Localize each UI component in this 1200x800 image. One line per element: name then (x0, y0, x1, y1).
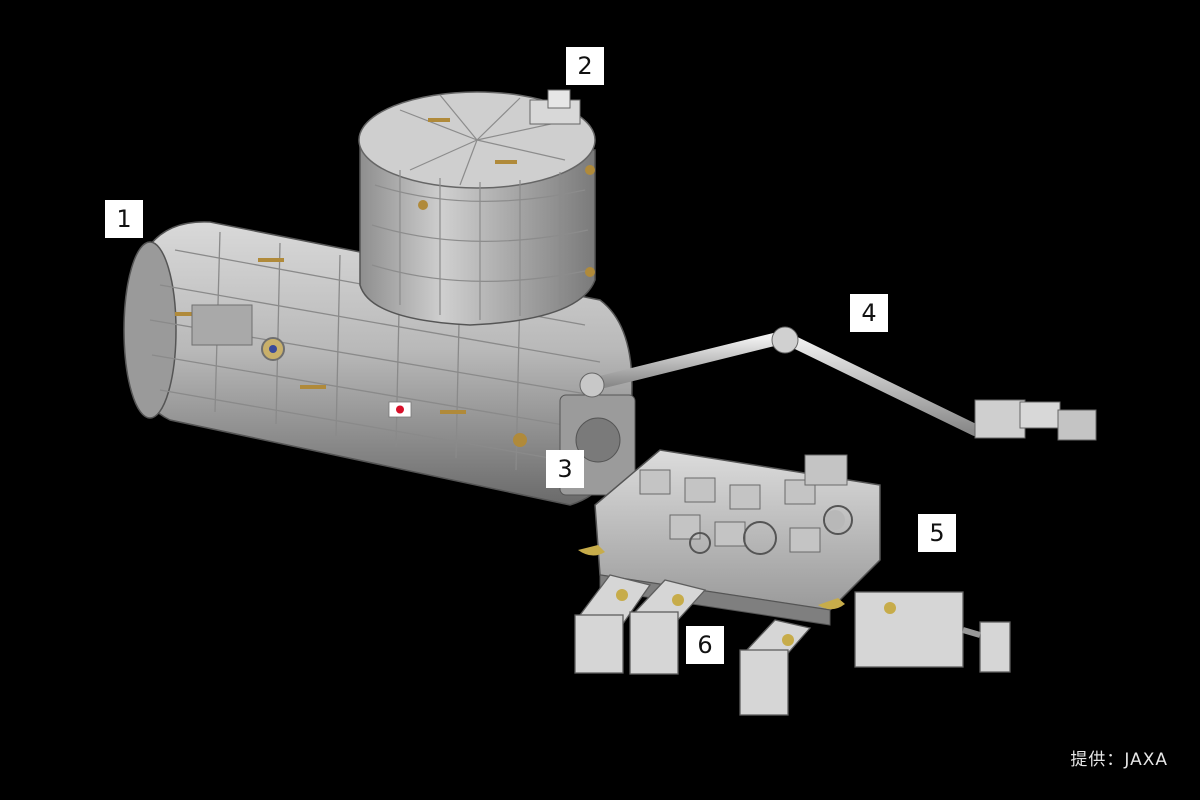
label-1: 1 (105, 200, 143, 238)
label-5: 5 (918, 514, 956, 552)
image-credit: 提供：JAXA (1070, 750, 1168, 770)
label-4: 4 (850, 294, 888, 332)
label-6: 6 (686, 626, 724, 664)
airlock (559, 394, 636, 496)
japan-flag-icon (388, 401, 412, 418)
label-2: 2 (566, 47, 604, 85)
robotic-arm (579, 326, 1097, 441)
label-3: 3 (546, 450, 584, 488)
experiment-payloads (574, 574, 1011, 716)
logistics-module (358, 89, 596, 326)
